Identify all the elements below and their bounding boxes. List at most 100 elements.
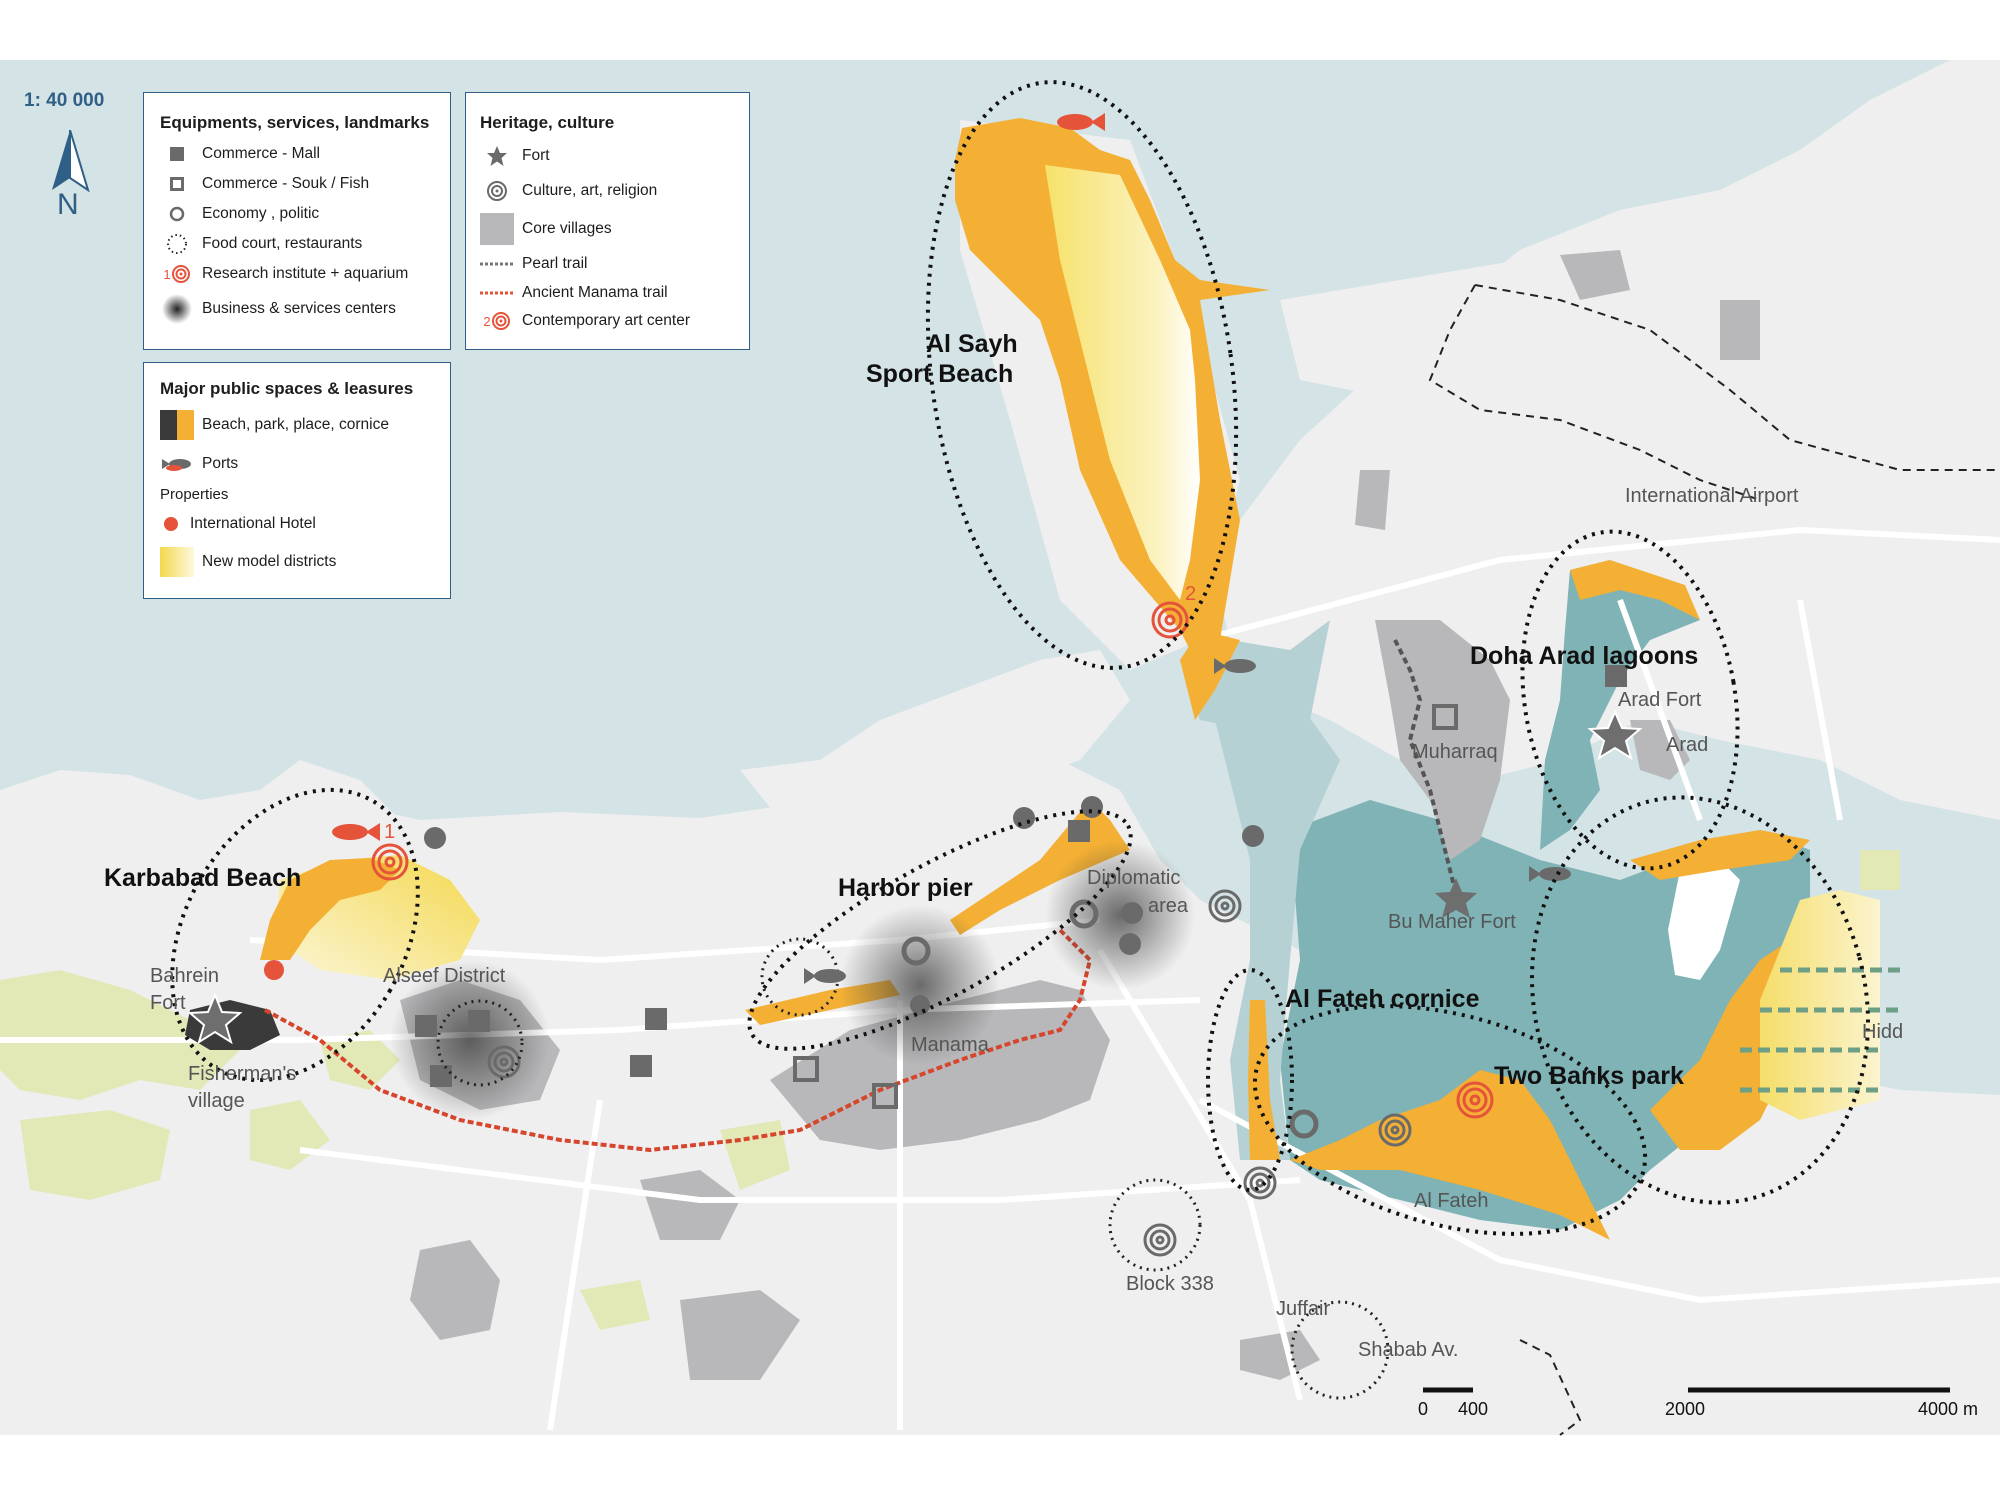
legend-public-title: Major public spaces & leasures <box>160 379 414 398</box>
scale-label-400: 400 <box>1458 1399 1488 1419</box>
beach-al-sayh-neck <box>1180 630 1240 720</box>
beach-two-banks <box>1290 1070 1610 1240</box>
legend-row-core-villages: Core villages <box>480 209 735 249</box>
label-manama: Manama <box>911 1034 990 1056</box>
label-village: village <box>188 1090 245 1112</box>
legend-label: Contemporary art center <box>522 312 690 329</box>
residential-patches <box>0 850 1900 1330</box>
fort-markers <box>187 709 1643 1045</box>
legend-number: 1 <box>163 266 171 282</box>
star-icon <box>487 146 507 166</box>
label-number-1: 1 <box>384 821 395 843</box>
legend-public-spaces: Major public spaces & leasures Beach, pa… <box>143 362 451 599</box>
fish-icon <box>1057 113 1105 131</box>
label-two-banks-park: Two Banks park <box>1494 1062 1684 1090</box>
legend-label: Economy , politic <box>202 205 320 222</box>
legend-label: Business & services centers <box>202 300 396 317</box>
scale-label-4000: 4000 m <box>1918 1399 1978 1419</box>
grey-block-icon <box>480 213 514 245</box>
label-al-fateh-cornice: Al Fateh cornice <box>1285 985 1480 1013</box>
legend-row-culture: Culture, art, religion <box>480 173 735 209</box>
hotel-marker <box>264 960 284 980</box>
fish-icon <box>332 823 380 841</box>
culture-markers <box>487 889 1412 1257</box>
legend-label: Properties <box>160 485 229 503</box>
scale-label-0: 0 <box>1418 1399 1428 1419</box>
legend-row-fort: Fort <box>480 139 735 173</box>
legend-label: Food court, restaurants <box>202 235 363 252</box>
target-icon <box>171 265 190 283</box>
economy-markers <box>901 899 1319 1139</box>
legend-label: New model districts <box>202 553 337 570</box>
label-al-sayh: Al Sayh <box>926 330 1018 358</box>
legend-label: Beach, park, place, cornice <box>202 416 389 433</box>
label-arad-fort: Arad Fort <box>1618 689 1702 711</box>
legend-row-mall: Commerce - Mall <box>160 139 434 169</box>
hollow-circle-icon <box>169 206 185 222</box>
legend-row-food: Food court, restaurants <box>160 229 434 259</box>
label-shabab-av: Shabab Av. <box>1358 1339 1458 1361</box>
manama-trail <box>264 928 1093 1153</box>
label-hidd: Hidd <box>1862 1021 1903 1043</box>
label-area: area <box>1148 895 1189 917</box>
legend-row-art-center: 2 Contemporary art center <box>480 307 735 335</box>
label-al-fateh: Al Fateh <box>1414 1190 1488 1212</box>
label-harbor-pier: Harbor pier <box>838 874 973 902</box>
legend-label: Fort <box>522 147 550 164</box>
fish-icon <box>1529 866 1571 882</box>
label-sport-beach: Sport Beach <box>866 360 1013 388</box>
label-fishermans: Fisherman's <box>188 1063 296 1085</box>
label-karbabad-beach: Karbabad Beach <box>104 864 301 892</box>
target-icon <box>491 312 510 330</box>
lagoon-doha-arad <box>1540 560 1700 850</box>
legend-label: Core villages <box>522 220 612 237</box>
legend-label: Ports <box>202 455 239 472</box>
label-bu-maher-fort: Bu Maher Fort <box>1388 911 1516 933</box>
label-muharraq: Muharraq <box>1412 741 1498 763</box>
land-harbor <box>740 650 1130 820</box>
north-arrow-icon <box>52 130 90 193</box>
legend-row-pearl-trail: Pearl trail <box>480 249 735 279</box>
legend-row-souk: Commerce - Souk / Fish <box>160 169 434 199</box>
bay-al-fateh <box>1210 690 1340 1160</box>
legend-label: Commerce - Mall <box>202 145 320 162</box>
legend-label: Culture, art, religion <box>522 182 658 199</box>
land-west <box>0 760 400 840</box>
legend-label: Research institute + aquarium <box>202 265 409 282</box>
legend-heritage-title: Heritage, culture <box>480 113 615 132</box>
label-arad: Arad <box>1666 734 1708 756</box>
legend-number: 2 <box>483 313 491 329</box>
airport-boundary <box>1428 284 2000 501</box>
fish-icon <box>804 968 846 984</box>
hollow-square-icon <box>170 177 184 191</box>
island-two-banks <box>1668 860 1740 980</box>
legend-label: Pearl trail <box>522 255 588 272</box>
label-diplomatic: Diplomatic <box>1087 867 1180 889</box>
gradient-swatch-icon <box>160 547 194 577</box>
mall-markers <box>415 665 1627 1087</box>
north-label: N <box>57 188 79 221</box>
legend-label: International Hotel <box>190 515 316 532</box>
label-block-338: Block 338 <box>1126 1273 1214 1295</box>
district-al-sayh <box>1045 165 1200 600</box>
food-court-markers <box>436 937 1390 1400</box>
concentric-circle-icon <box>487 181 507 201</box>
red-dot-icon <box>164 517 178 531</box>
beach-karbabad <box>260 858 400 960</box>
scale-label-2000: 2000 <box>1665 1399 1705 1419</box>
label-doha-arad-lagoons: Doha Arad lagoons <box>1470 642 1698 670</box>
beach-al-fateh-cornice <box>1248 1000 1280 1160</box>
souk-markers <box>793 704 1458 1109</box>
fish-icon <box>1214 658 1256 674</box>
pearl-trail-icon <box>480 262 514 266</box>
legend-row-new-districts: New model districts <box>160 543 434 581</box>
legend-row-economy: Economy , politic <box>160 199 434 229</box>
beach-doha-arad <box>1570 560 1700 620</box>
legend-heritage: Heritage, culture Fort Culture, art, rel… <box>465 92 750 350</box>
hidd-stripes <box>1740 967 1900 1093</box>
scale-ratio: 1: 40 000 <box>24 90 105 111</box>
manama-trail-icon <box>480 291 514 295</box>
legend-row-properties: Properties <box>160 483 434 505</box>
legend-equipment-title: Equipments, services, landmarks <box>160 113 430 132</box>
research-target-markers <box>371 601 1494 1119</box>
